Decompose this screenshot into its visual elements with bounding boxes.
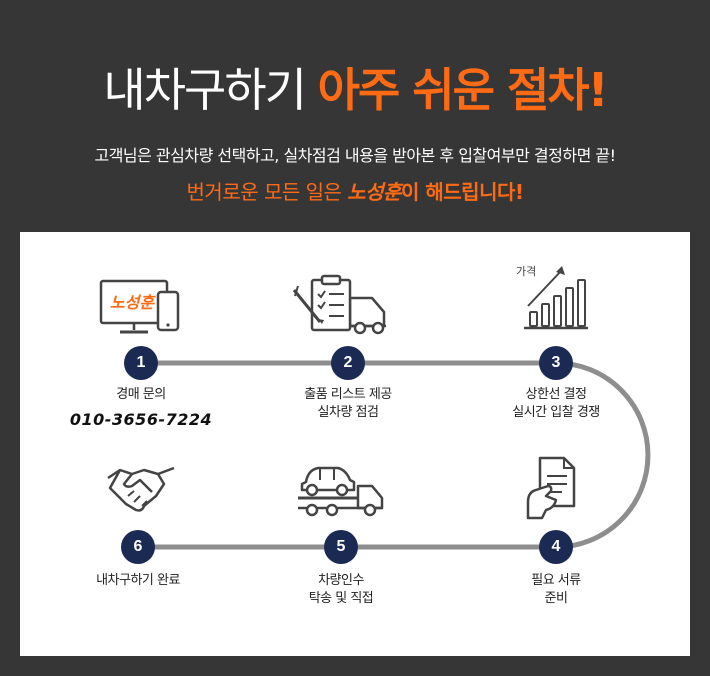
- step-label-2-line2: 실차량 점검: [317, 405, 379, 420]
- step-number-3: 3: [539, 346, 573, 380]
- step-number-4: 4: [539, 530, 573, 564]
- tagline-post: 이 해드립니다!: [401, 180, 524, 204]
- page-title: 내차구하기 아주 쉬운 절차!: [0, 60, 710, 120]
- title-accent: 아주 쉬운 절차!: [317, 63, 609, 117]
- step-label-4: 필요 서류 준비: [466, 572, 646, 608]
- step-number-1: 1: [124, 346, 158, 380]
- step-label-5-line2: 탁송 및 직접: [308, 591, 374, 606]
- tagline-pre: 번거로운 모든 일은: [186, 180, 348, 204]
- step-label-4-line1: 필요 서류: [531, 573, 581, 588]
- brand-logo-text: 노성훈: [110, 293, 156, 312]
- step-label-4-line2: 준비: [544, 591, 568, 606]
- step-label-3-line2: 실시간 입찰 경쟁: [512, 405, 600, 420]
- process-track: [135, 360, 651, 550]
- step-number-2: 2: [331, 346, 365, 380]
- header: 내차구하기 아주 쉬운 절차! 고객님은 관심차량 선택하고, 실차점검 내용을…: [0, 0, 710, 232]
- step-label-5: 차량인수 탁송 및 직접: [251, 572, 431, 608]
- price-label: 가격: [516, 265, 536, 278]
- step-label-2-line1: 출품 리스트 제공: [304, 387, 392, 402]
- step-label-6: 내차구하기 완료: [96, 573, 180, 588]
- handshake-icon: [107, 466, 175, 512]
- tagline-brand: 노성훈: [347, 180, 401, 204]
- title-main: 내차구하기: [103, 63, 318, 117]
- step-label-5-line1: 차량인수: [318, 573, 364, 588]
- process-panel: 노성훈 가격: [20, 232, 690, 656]
- monitor-icon: 노성훈: [99, 279, 180, 334]
- step-number-5: 5: [324, 530, 358, 564]
- price-chart-icon: 가격: [516, 265, 588, 330]
- tow-truck-icon: [298, 466, 384, 517]
- clipboard-truck-icon: [292, 274, 386, 335]
- phone-number[interactable]: 010-3656-7224: [69, 410, 213, 429]
- tagline: 번거로운 모든 일은 노성훈이 해드립니다!: [0, 178, 710, 206]
- step-label-3-line1: 상한선 결정: [525, 387, 587, 402]
- document-hand-icon: [526, 456, 576, 520]
- step-label-3: 상한선 결정 실시간 입찰 경쟁: [466, 386, 646, 422]
- subtitle: 고객님은 관심차량 선택하고, 실차점검 내용을 받아본 후 입찰여부만 결정하…: [94, 146, 616, 165]
- step-label-2: 출품 리스트 제공 실차량 점검: [258, 386, 438, 422]
- step-number-6: 6: [121, 530, 155, 564]
- step-label-1: 경매 문의: [116, 387, 166, 402]
